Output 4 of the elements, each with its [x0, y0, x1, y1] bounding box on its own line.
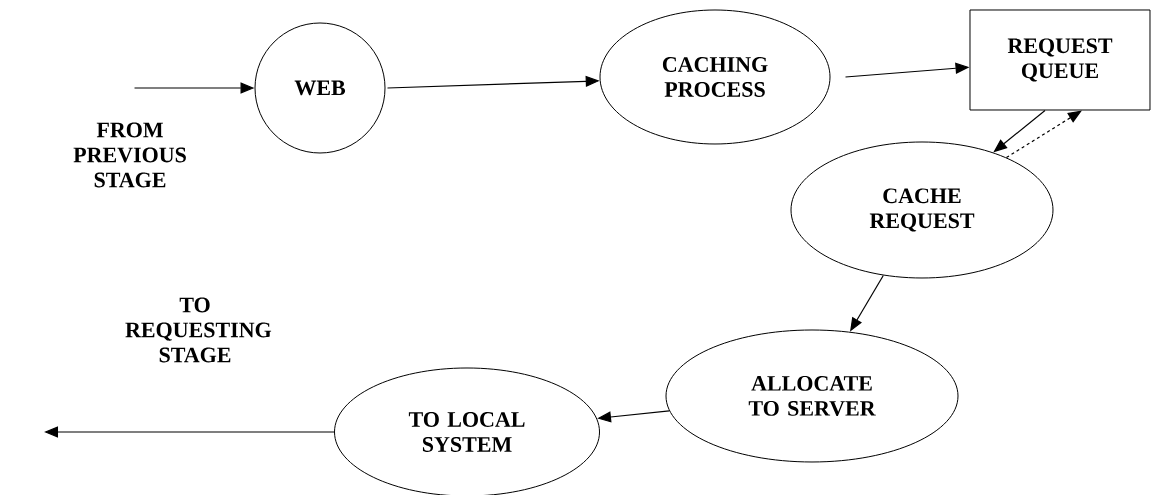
stage-label: TO REQUESTING STAGE — [125, 297, 272, 363]
queue-box: REQUEST QUEUE — [969, 9, 1151, 111]
stage-label: FROM PREVIOUS STAGE — [73, 122, 186, 188]
arrow — [1005, 110, 1082, 159]
